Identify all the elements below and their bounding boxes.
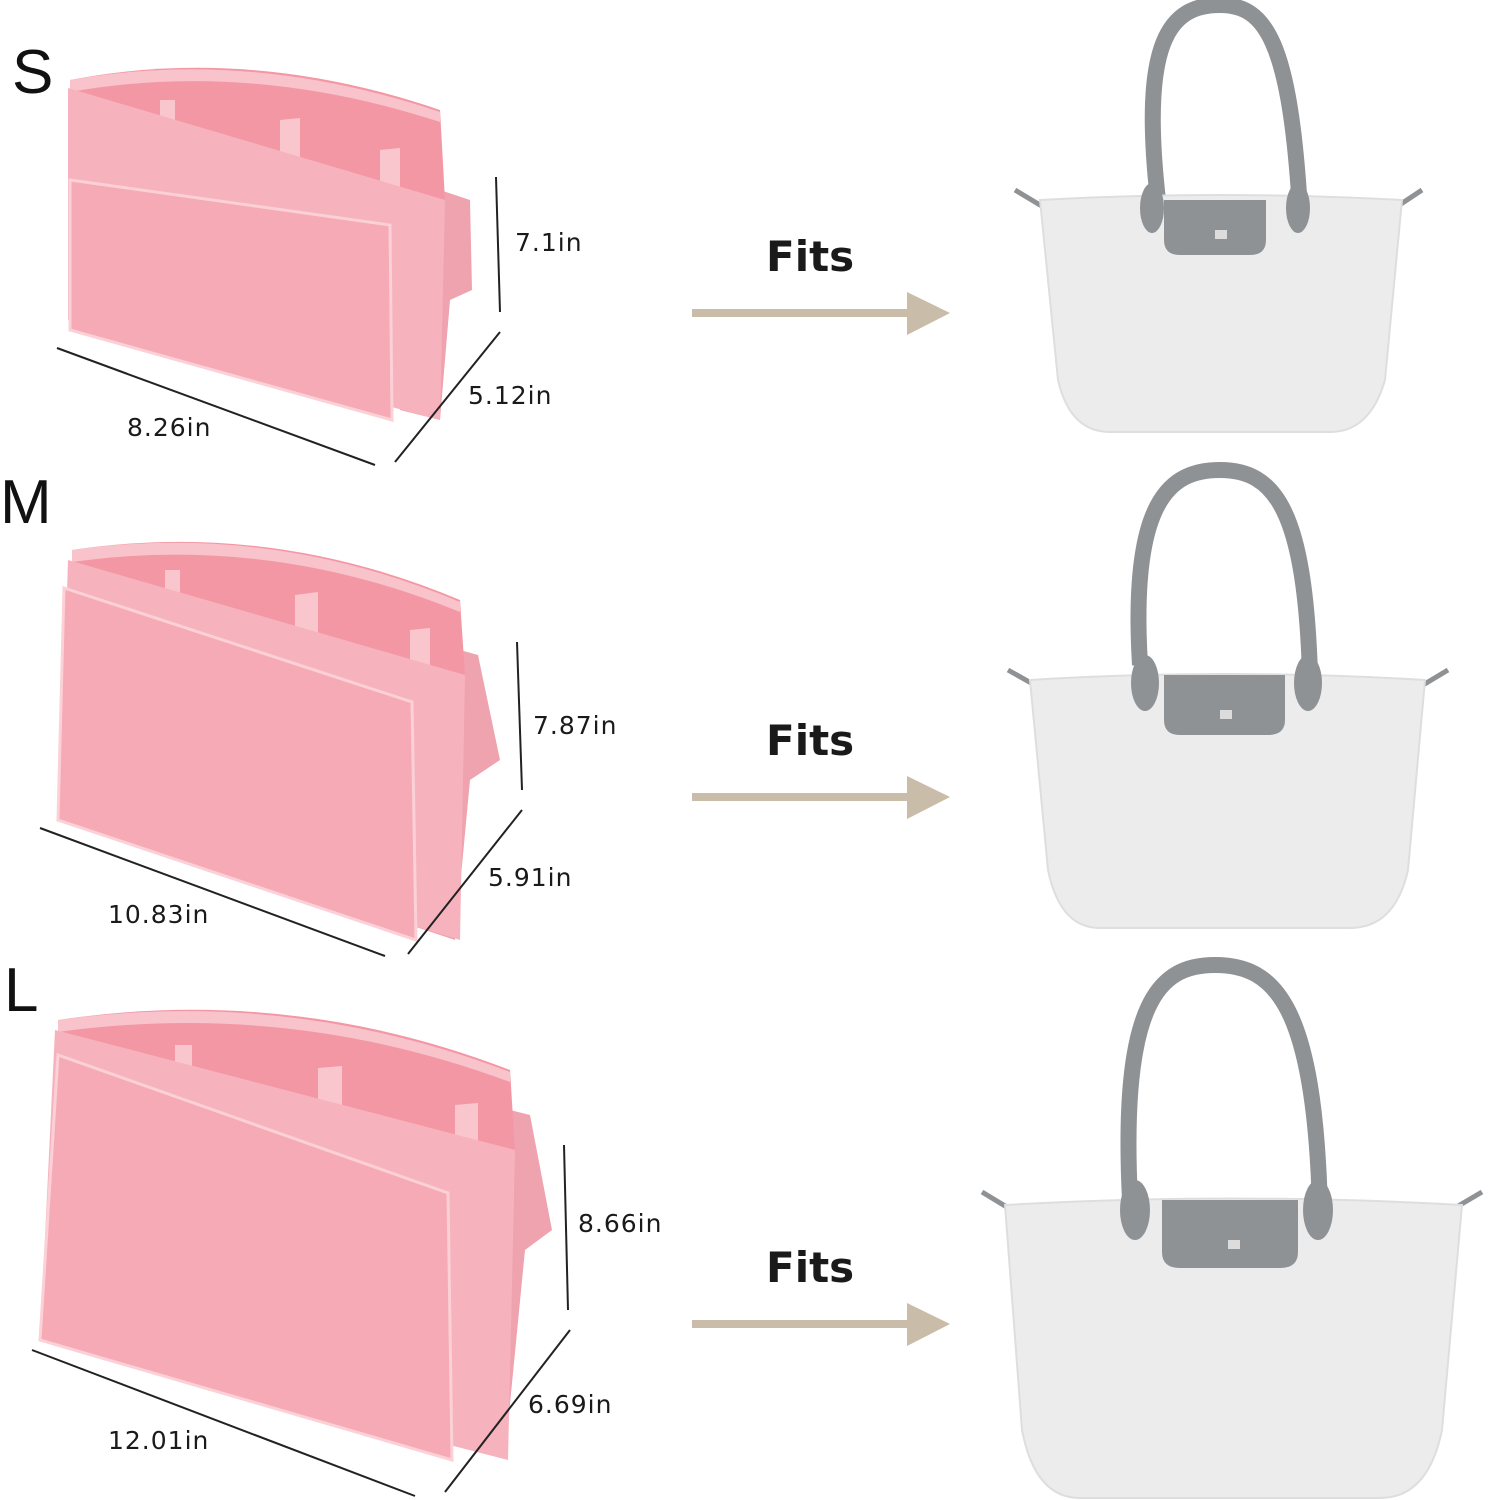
right-arrow-icon xyxy=(692,776,950,819)
white-tote-bag-image xyxy=(980,956,1484,1499)
fits-label: Fits xyxy=(766,1243,855,1292)
size-row-l-artwork xyxy=(31,956,1484,1499)
depth-dimension: 5.12in xyxy=(468,381,553,410)
dimension-lines xyxy=(56,176,501,466)
width-dimension: 10.83in xyxy=(108,900,210,929)
dimension-lines xyxy=(31,1144,571,1497)
size-row-m: M 7.87in 5.91in 10.83in Fits xyxy=(0,461,1488,970)
width-dimension: 12.01in xyxy=(108,1426,210,1455)
size-row-s: S 7.1in 5.12in 8.26in Fits xyxy=(0,0,1488,500)
pink-felt-organizer-image xyxy=(38,1009,552,1463)
right-arrow-icon xyxy=(692,292,950,335)
depth-dimension: 6.69in xyxy=(528,1390,613,1419)
size-row-m-artwork xyxy=(39,461,1450,957)
white-tote-bag-image xyxy=(1013,0,1424,433)
size-label: S xyxy=(12,38,54,107)
size-row-s-artwork xyxy=(56,0,1424,466)
dimension-lines xyxy=(39,641,523,957)
size-row-l: L 8.66in 6.69in 12.01in Fits xyxy=(0,956,1488,1499)
right-arrow-icon xyxy=(692,1303,950,1346)
size-label: L xyxy=(4,956,39,1025)
depth-dimension: 5.91in xyxy=(488,863,573,892)
pink-felt-organizer-image xyxy=(56,541,500,943)
fits-label: Fits xyxy=(766,716,855,765)
pink-felt-organizer-image xyxy=(68,67,472,422)
width-dimension: 8.26in xyxy=(127,413,212,442)
height-dimension: 8.66in xyxy=(578,1209,663,1238)
fits-label: Fits xyxy=(766,232,855,281)
white-tote-bag-image xyxy=(1006,461,1450,929)
size-label: M xyxy=(0,468,52,537)
height-dimension: 7.1in xyxy=(515,228,583,257)
height-dimension: 7.87in xyxy=(533,711,618,740)
